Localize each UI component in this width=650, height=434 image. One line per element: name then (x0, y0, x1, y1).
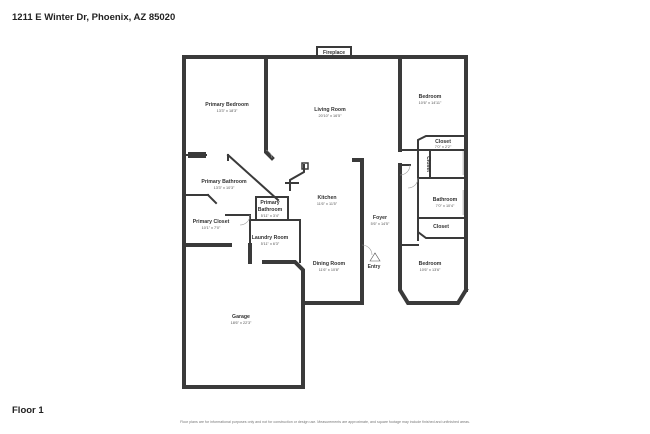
floor-label: Floor 1 (12, 405, 44, 416)
kitchen-dim: 11'6" x 11'5" (317, 202, 338, 206)
dining-room-name: Dining Room (313, 261, 346, 267)
entry-marker: Entry (368, 252, 381, 270)
kitchen-name: Kitchen (317, 195, 336, 201)
fireplace-label: Fireplace (323, 50, 345, 56)
primary-bathroom-small-name2: Bathroom (258, 207, 283, 213)
bedroom-bottom-dim: 10'6" x 13'6" (420, 268, 441, 272)
primary-bathroom-small-dim: 5'11" x 3'4" (261, 214, 280, 218)
foyer-dim: 5'6" x 14'5" (371, 222, 390, 226)
bedroom-bottom-name: Bedroom (419, 261, 442, 267)
dining-room-dim: 11'6" x 10'8" (319, 268, 340, 272)
primary-closet-dim: 10'1" x 7'0" (202, 226, 221, 230)
door-swings (239, 149, 419, 256)
garage-dim: 18'6" x 22'3" (231, 321, 252, 325)
closet-side-name: Closet (425, 156, 431, 172)
living-room-dim: 20'10" x 16'5" (319, 114, 343, 118)
bathroom-name: Bathroom (433, 197, 458, 203)
living-room-name: Living Room (314, 107, 346, 113)
primary-bathroom-name: Primary Bathroom (201, 179, 247, 185)
disclaimer-text: Floor plans are for informational purpos… (180, 420, 470, 424)
garage-name: Garage (232, 314, 250, 320)
foyer-name: Foyer (373, 215, 387, 221)
primary-bathroom-dim: 13'3" x 10'3" (214, 186, 235, 190)
laundry-room-dim: 5'11" x 6'3" (261, 242, 280, 246)
walls (182, 55, 469, 389)
property-address: 1211 E Winter Dr, Phoenix, AZ 85020 (12, 12, 176, 23)
bedroom-top-name: Bedroom (419, 94, 442, 100)
closet-mid-name: Closet (433, 224, 449, 230)
primary-bathroom-small-name1: Primary (260, 200, 279, 206)
primary-closet-name: Primary Closet (193, 219, 230, 225)
primary-bedroom-dim: 13'3" x 18'3" (217, 109, 238, 113)
entry-label: Entry (368, 264, 381, 270)
bathroom-dim: 7'0" x 10'4" (436, 204, 455, 208)
laundry-room-name: Laundry Room (252, 235, 289, 241)
closet-top-name: Closet (435, 139, 451, 145)
bedroom-top-dim: 10'6" x 14'11" (419, 101, 442, 105)
room-labels: Primary Bedroom 13'3" x 18'3" Living Roo… (193, 94, 458, 325)
primary-bedroom-name: Primary Bedroom (205, 102, 249, 108)
closet-top-dim: 7'0" x 2'2" (435, 145, 452, 149)
